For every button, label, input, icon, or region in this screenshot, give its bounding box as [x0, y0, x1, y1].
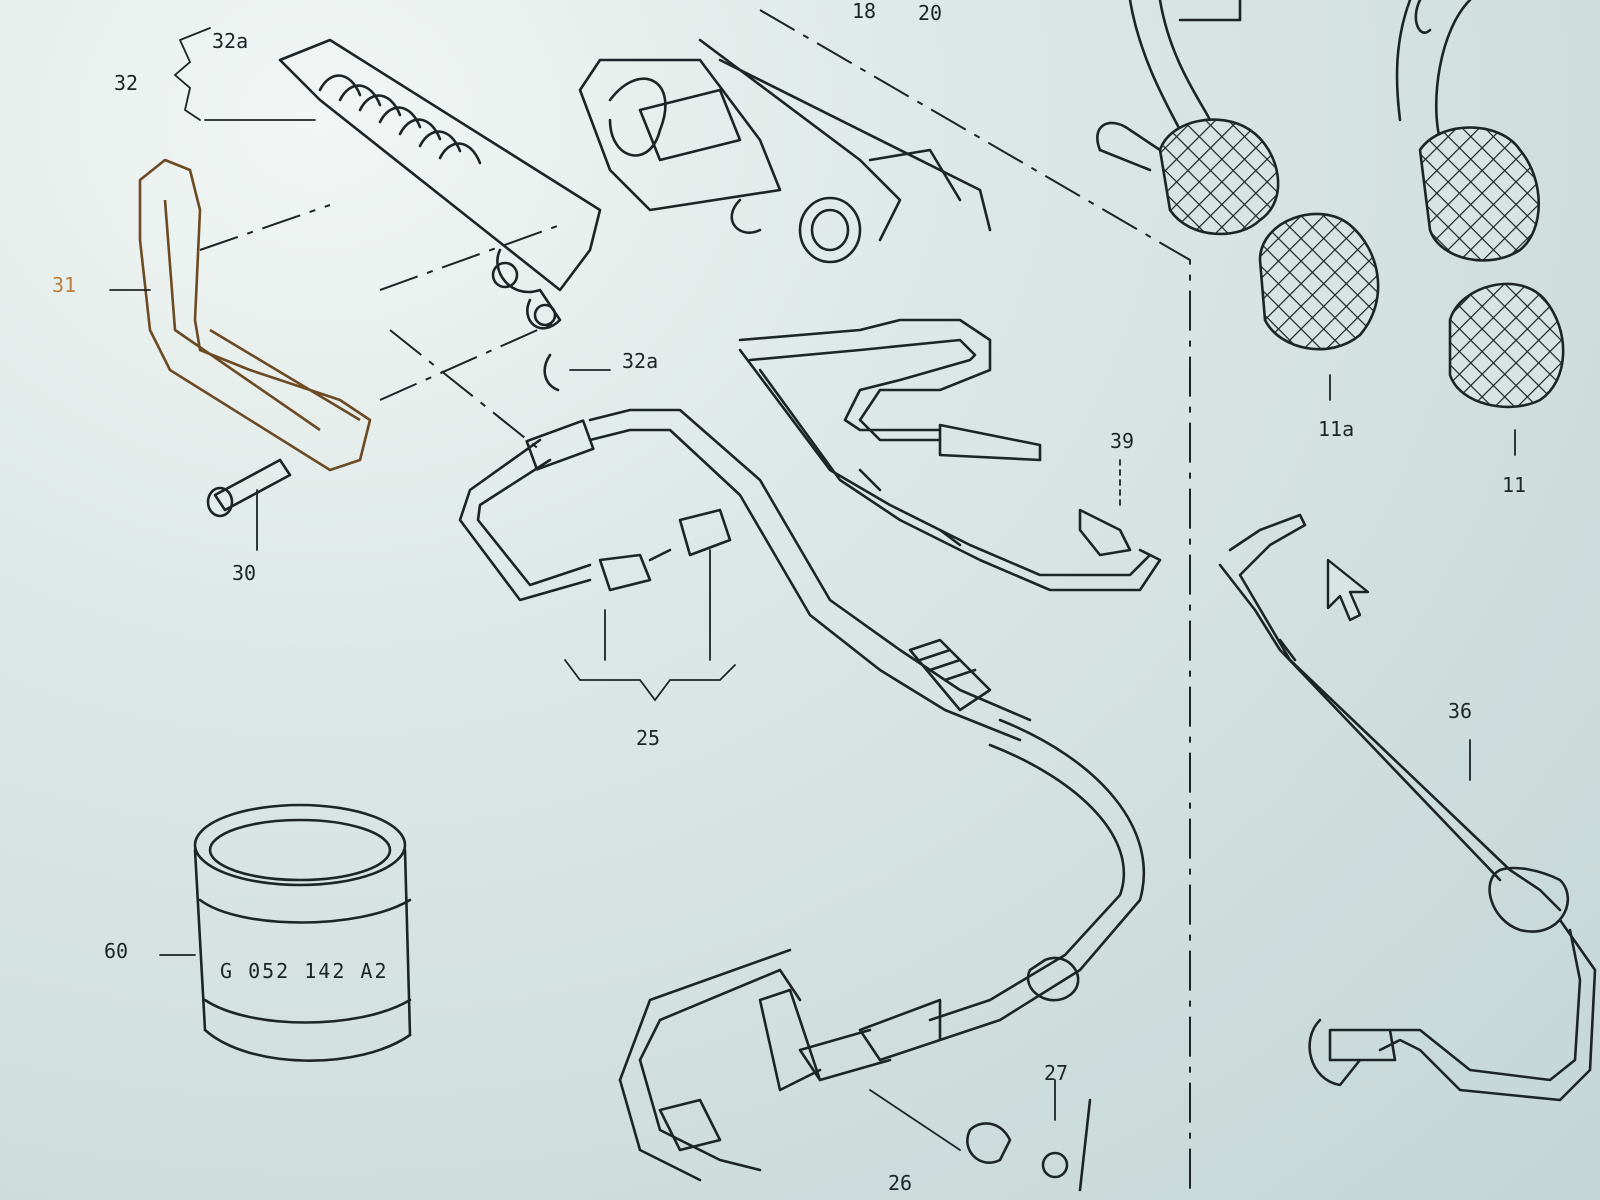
pedal-bracket-31 [109, 158, 372, 472]
filter-part-number: G 052 142 A2 [220, 959, 389, 983]
label-36: 36 [1448, 699, 1472, 723]
pedal-box-bracket [578, 38, 992, 264]
brake-line [618, 718, 1146, 1192]
accelerator-cable-36 [1218, 513, 1597, 1102]
label-39: 39 [1110, 429, 1134, 453]
pedals-11 [1096, 0, 1565, 456]
boundary-lines [199, 9, 1191, 1190]
label-11: 11 [1502, 473, 1526, 497]
label-32: 32 [114, 71, 138, 95]
master-cylinder-32 [278, 38, 602, 392]
filter-canister-60 [159, 803, 412, 1062]
label-26: 26 [888, 1171, 912, 1195]
label-30: 30 [232, 561, 256, 585]
arrow-cursor-icon [1326, 558, 1370, 622]
label-25: 25 [636, 726, 660, 750]
clutch-pipe-39 [738, 318, 1162, 592]
label-18: 18 [852, 0, 876, 23]
hose-assembly-25 [458, 408, 1032, 742]
label-32a-top: 32a [212, 29, 248, 53]
leader-lines [173, 27, 611, 371]
label-31: 31 [52, 273, 76, 297]
label-27: 27 [1044, 1061, 1068, 1085]
label-32a-mid: 32a [622, 349, 658, 373]
label-11a: 11a [1318, 417, 1354, 441]
label-60: 60 [104, 939, 128, 963]
label-20: 20 [918, 1, 942, 25]
bolt-30 [206, 458, 292, 551]
